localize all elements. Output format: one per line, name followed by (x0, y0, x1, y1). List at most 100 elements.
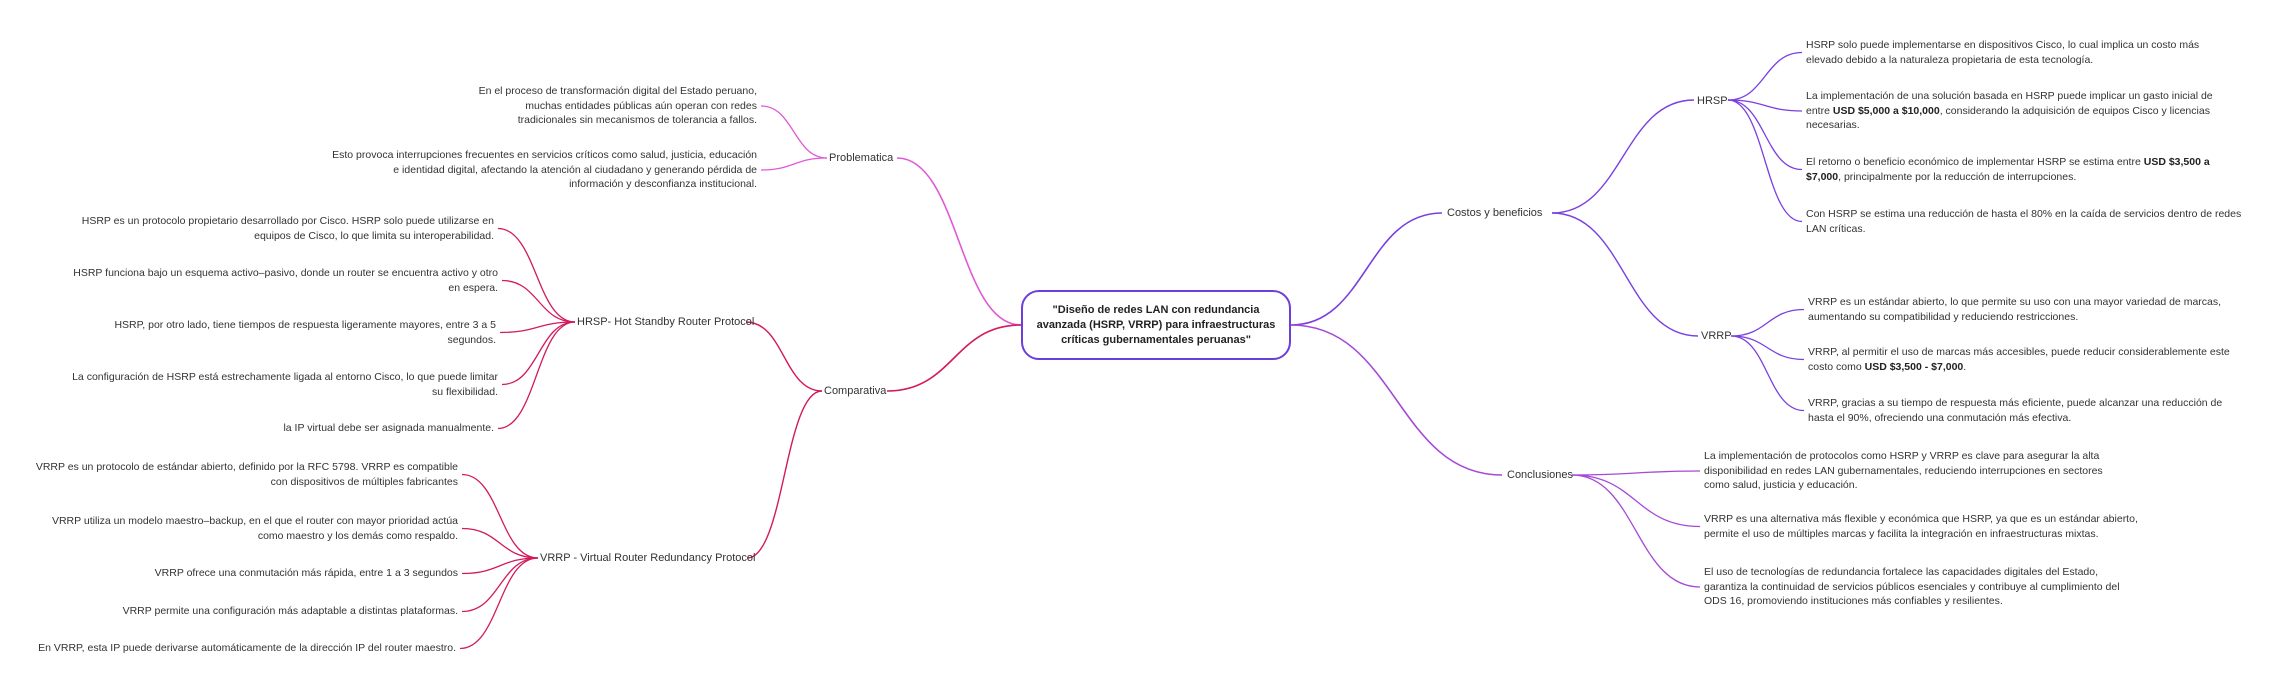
branch-vrrp-protocol[interactable]: VRRP - Virtual Router Redundancy Protoco… (540, 552, 756, 564)
connector-curve (1730, 308, 1805, 337)
branch-costos-vrrp[interactable]: VRRP (1701, 330, 1732, 342)
leaf-fragment: segundos. (447, 333, 496, 346)
leaf-text[interactable]: VRRP es un protocolo de estándar abierto… (36, 460, 458, 489)
leaf-fragment: costo como (1808, 360, 1865, 373)
leaf-fragment: tradicionales sin mecanismos de toleranc… (517, 114, 757, 126)
connector-curve (746, 390, 823, 559)
leaf-line: Con HSRP se estima una reducción de hast… (1806, 207, 2241, 222)
leaf-line: En VRRP, esta IP puede derivarse automát… (38, 641, 456, 656)
leaf-fragment: VRRP utiliza un modelo maestro–backup, e… (51, 515, 458, 527)
leaf-highlight: $7,000 (1806, 170, 1839, 183)
leaf-fragment: necesarias. (1806, 119, 1860, 131)
leaf-text[interactable]: HSRP solo puede implementarse en disposi… (1806, 38, 2199, 67)
branch-costos-hrsp[interactable]: HRSP (1697, 95, 1728, 107)
leaf-text[interactable]: En el proceso de transformación digital … (479, 84, 757, 128)
leaf-line: hasta el 90%, ofreciendo una conmutación… (1808, 411, 2222, 426)
leaf-line: garantiza la continuidad de servicios pú… (1704, 580, 2120, 595)
branch-costos-beneficios[interactable]: Costos y beneficios (1447, 207, 1543, 219)
leaf-line: información y desconfianza institucional… (332, 177, 757, 192)
leaf-text[interactable]: La implementación de una solución basada… (1806, 89, 2213, 133)
leaf-text[interactable]: HSRP es un protocolo propietario desarro… (82, 214, 494, 243)
leaf-fragment: en espera. (448, 281, 498, 294)
connector-curve (1571, 474, 1701, 588)
leaf-line: con dispositivos de múltiples fabricante… (36, 475, 458, 490)
branch-conclusiones[interactable]: Conclusiones (1507, 469, 1574, 481)
leaf-line: En el proceso de transformación digital … (479, 84, 757, 99)
leaf-line: su flexibilidad. (72, 385, 498, 400)
leaf-text[interactable]: VRRP ofrece una conmutación más rápida, … (155, 566, 458, 581)
leaf-fragment: VRRP, gracias a su tiempo de respuesta m… (1808, 397, 2223, 409)
leaf-fragment: con dispositivos de múltiples fabricante… (270, 475, 458, 488)
connector-curve (461, 557, 539, 613)
leaf-line: HSRP funciona bajo un esquema activo–pas… (73, 266, 498, 281)
leaf-text[interactable]: Esto provoca interrupciones frecuentes e… (332, 148, 757, 192)
leaf-text[interactable]: HSRP funciona bajo un esquema activo–pas… (73, 266, 498, 295)
leaf-line: VRRP ofrece una conmutación más rápida, … (155, 566, 458, 581)
leaf-line: muchas entidades públicas aún operan con… (479, 99, 757, 114)
connector-curve (1551, 212, 1699, 337)
leaf-fragment: información y desconfianza institucional… (569, 178, 757, 190)
leaf-fragment: , principalmente por la reducción de int… (1838, 170, 2077, 183)
branch-comparativa[interactable]: Comparativa (824, 385, 887, 397)
leaf-fragment: equipos de Cisco, lo que limita su inter… (254, 229, 494, 242)
connector-curve (1571, 470, 1701, 476)
branch-hsrp-protocol[interactable]: HRSP- Hot Standby Router Protocol (577, 316, 755, 328)
branch-problematica[interactable]: Problematica (829, 152, 894, 164)
leaf-fragment: VRRP es un estándar abierto, lo que perm… (1808, 296, 2222, 308)
leaf-text[interactable]: VRRP utiliza un modelo maestro–backup, e… (52, 514, 458, 543)
leaf-text[interactable]: VRRP es un estándar abierto, lo que perm… (1808, 295, 2221, 324)
leaf-line: e identidad digital, afectando la atenci… (332, 163, 757, 178)
leaf-fragment: . (1963, 360, 1967, 373)
leaf-line: disponibilidad en redes LAN gubernamenta… (1704, 464, 2103, 479)
connector-curve (1551, 99, 1695, 214)
leaf-fragment: HSRP, por otro lado, tiene tiempos de re… (114, 319, 496, 331)
leaf-line: VRRP, gracias a su tiempo de respuesta m… (1808, 396, 2222, 411)
leaf-fragment: La implementación de una solución basada… (1806, 90, 2213, 102)
leaf-text[interactable]: En VRRP, esta IP puede derivarse automát… (38, 641, 456, 656)
leaf-text[interactable]: la IP virtual debe ser asignada manualme… (283, 421, 494, 436)
leaf-highlight: USD $3,500 a (2143, 156, 2210, 168)
leaf-fragment: ODS 16, promoviendo instituciones más co… (1704, 595, 2003, 607)
leaf-fragment: como maestro y los demás como respaldo. (257, 529, 458, 542)
leaf-fragment: disponibilidad en redes LAN gubernamenta… (1704, 464, 2103, 477)
leaf-fragment: El uso de tecnologías de redundancia for… (1704, 566, 2099, 578)
leaf-fragment: entre (1806, 104, 1833, 117)
leaf-fragment: HSRP funciona bajo un esquema activo–pas… (73, 267, 498, 279)
leaf-text[interactable]: La configuración de HSRP está estrechame… (72, 370, 498, 399)
central-topic[interactable]: "Diseño de redes LAN con redundancia ava… (1021, 290, 1291, 360)
leaf-highlight: USD $3,500 - $7,000 (1864, 360, 1964, 373)
connector-curve (501, 279, 576, 323)
leaf-text[interactable]: HSRP, por otro lado, tiene tiempos de re… (114, 318, 496, 347)
leaf-line: VRRP permite una configuración más adapt… (123, 604, 458, 619)
leaf-fragment: VRRP es una alternativa más flexible y e… (1704, 513, 2138, 525)
leaf-line: como salud, justicia y educación. (1704, 478, 2103, 493)
leaf-line: segundos. (114, 333, 496, 348)
leaf-text[interactable]: La implementación de protocolos como HSR… (1704, 449, 2103, 493)
leaf-highlight: USD $5,000 a $10,000 (1832, 104, 1940, 117)
leaf-text[interactable]: VRRP, gracias a su tiempo de respuesta m… (1808, 396, 2222, 425)
leaf-fragment: VRRP ofrece una conmutación más rápida, … (154, 567, 458, 579)
leaf-fragment: hasta el 90%, ofreciendo una conmutación… (1808, 411, 2072, 424)
leaf-fragment: , considerando la adquisición de equipos… (1939, 104, 2210, 117)
leaf-fragment: la IP virtual debe ser asignada manualme… (283, 422, 494, 434)
leaf-line: ODS 16, promoviendo instituciones más co… (1704, 594, 2120, 609)
leaf-text[interactable]: VRRP, al permitir el uso de marcas más a… (1808, 345, 2230, 374)
leaf-text[interactable]: VRRP permite una configuración más adapt… (123, 604, 458, 619)
leaf-fragment: VRRP, al permitir el uso de marcas más a… (1808, 346, 2230, 358)
connector-curve (499, 321, 576, 334)
connector-curve (1571, 474, 1701, 528)
connector-curve (1727, 51, 1803, 101)
leaf-text[interactable]: El retorno o beneficio económico de impl… (1806, 155, 2210, 184)
leaf-fragment: como salud, justicia y educación. (1704, 479, 1858, 491)
leaf-line: HSRP solo puede implementarse en disposi… (1806, 38, 2199, 53)
leaf-line: La implementación de una solución basada… (1806, 89, 2213, 104)
leaf-line: equipos de Cisco, lo que limita su inter… (82, 229, 494, 244)
connector-curve (497, 321, 576, 430)
leaf-text[interactable]: VRRP es una alternativa más flexible y e… (1704, 512, 2138, 541)
leaf-line: VRRP es una alternativa más flexible y e… (1704, 512, 2138, 527)
leaf-fragment: su flexibilidad. (432, 385, 498, 398)
leaf-text[interactable]: Con HSRP se estima una reducción de hast… (1806, 207, 2241, 236)
leaf-text[interactable]: El uso de tecnologías de redundancia for… (1704, 565, 2120, 609)
leaf-fragment: elevado debido a la naturaleza propietar… (1806, 53, 2094, 66)
